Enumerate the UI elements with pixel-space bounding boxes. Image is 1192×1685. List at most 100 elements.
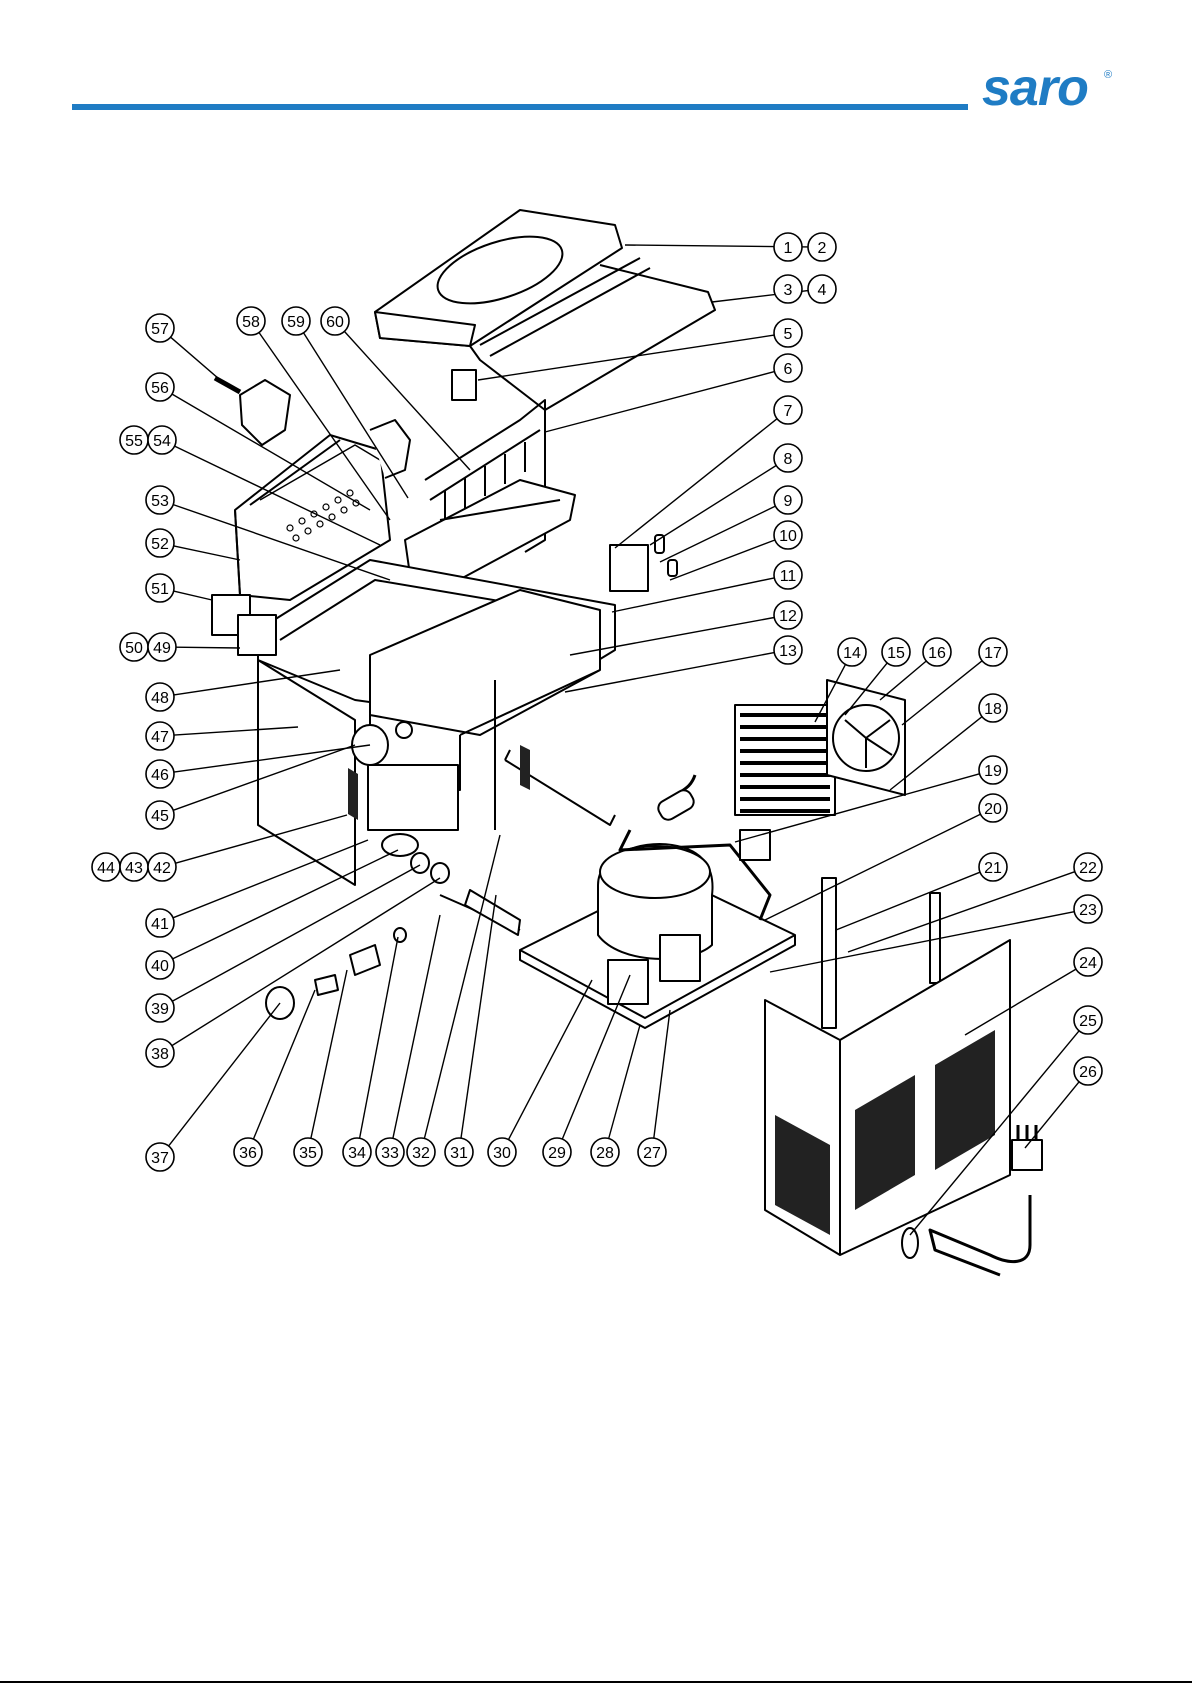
machine-drawing	[212, 210, 1042, 1275]
callout-38: 38	[146, 1039, 174, 1067]
callout-number: 25	[1079, 1013, 1097, 1030]
callout-number: 58	[242, 314, 260, 331]
callout-number: 36	[239, 1145, 257, 1162]
callout-24: 24	[1074, 948, 1102, 976]
callout-number: 44	[97, 860, 115, 877]
leader-line	[670, 540, 775, 580]
callout-number: 9	[784, 493, 793, 510]
callout-number: 50	[125, 640, 143, 657]
leader-line	[609, 1025, 640, 1139]
callout-number: 8	[784, 451, 793, 468]
leader-line	[615, 419, 777, 548]
callout-6: 6	[774, 354, 802, 382]
callout-number: 48	[151, 690, 169, 707]
callout-number: 35	[299, 1145, 317, 1162]
leader-line	[1025, 1082, 1079, 1148]
callout-40: 40	[146, 951, 174, 979]
callout-number: 5	[784, 326, 793, 343]
leader-line	[654, 1010, 670, 1138]
callout-number: 18	[984, 701, 1002, 718]
callout-10: 10	[774, 521, 802, 549]
callout-number: 21	[984, 860, 1002, 877]
callout-53: 53	[146, 486, 174, 514]
callout-number: 12	[779, 608, 797, 625]
callout-35: 35	[294, 1138, 322, 1166]
callout-25: 25	[1074, 1006, 1102, 1034]
callout-number: 39	[151, 1001, 169, 1018]
callout-number: 38	[151, 1046, 169, 1063]
callout-8: 8	[774, 444, 802, 472]
leader-line	[880, 661, 926, 700]
callout-39: 39	[146, 994, 174, 1022]
callout-36: 36	[234, 1138, 262, 1166]
callout-number: 54	[153, 433, 171, 450]
callout-17: 17	[979, 638, 1007, 666]
callout-28: 28	[591, 1138, 619, 1166]
callout-number: 37	[151, 1150, 169, 1167]
leader-line	[174, 546, 240, 560]
callout-number: 46	[151, 767, 169, 784]
callout-number: 7	[784, 403, 793, 420]
callout-51: 51	[146, 574, 174, 602]
callout-34: 34	[343, 1138, 371, 1166]
callout-number: 3	[784, 282, 793, 299]
callout-27: 27	[638, 1138, 666, 1166]
leader-line	[311, 970, 347, 1138]
callout-number: 17	[984, 645, 1002, 662]
callout-47: 47	[146, 722, 174, 750]
callout-number: 49	[153, 640, 171, 657]
callout-19: 19	[979, 756, 1007, 784]
callout-number: 40	[151, 958, 169, 975]
callout-52: 52	[146, 529, 174, 557]
callout-12: 12	[774, 601, 802, 629]
leader-line	[172, 865, 420, 1001]
callout-number: 6	[784, 361, 793, 378]
callout-number: 56	[151, 380, 169, 397]
callout-number: 57	[151, 321, 169, 338]
callout-50-49: 50 49	[120, 633, 176, 661]
callout-13: 13	[774, 636, 802, 664]
callout-57: 57	[146, 314, 174, 342]
callout-number: 23	[1079, 902, 1097, 919]
callout-number: 27	[643, 1145, 661, 1162]
callout-number: 29	[548, 1145, 566, 1162]
callout-5: 5	[774, 319, 802, 347]
callout-32: 32	[407, 1138, 435, 1166]
leader-line	[770, 912, 1074, 972]
callout-26: 26	[1074, 1057, 1102, 1085]
callout-number: 52	[151, 536, 169, 553]
callout-29: 29	[543, 1138, 571, 1166]
callout-41: 41	[146, 909, 174, 937]
callout-30: 30	[488, 1138, 516, 1166]
callout-number: 43	[125, 860, 143, 877]
leader-line	[172, 878, 440, 1046]
callout-number: 1	[784, 240, 793, 257]
callout-number: 47	[151, 729, 169, 746]
callout-number: 33	[381, 1145, 399, 1162]
callout-60: 60	[321, 307, 349, 335]
callout-58: 58	[237, 307, 265, 335]
callout-number: 24	[1079, 955, 1097, 972]
callout-number: 42	[153, 860, 171, 877]
callout-number: 45	[151, 808, 169, 825]
callout-number: 11	[780, 568, 797, 585]
callout-number: 30	[493, 1145, 511, 1162]
callout-31: 31	[445, 1138, 473, 1166]
leader-line	[176, 647, 240, 648]
leader-line	[836, 872, 980, 930]
callout-number: 59	[287, 314, 305, 331]
leader-line	[169, 1003, 280, 1146]
callout-15: 15	[882, 638, 910, 666]
callout-number: 22	[1079, 860, 1097, 877]
callout-44-43-42: 44 43 42	[92, 853, 176, 881]
leader-line	[171, 337, 226, 385]
leader-line	[461, 895, 496, 1138]
callout-37: 37	[146, 1143, 174, 1171]
callout-9: 9	[774, 486, 802, 514]
callout-number: 2	[818, 240, 827, 257]
callout-3-4: 34	[774, 275, 836, 303]
callout-number: 26	[1079, 1064, 1097, 1081]
callout-number: 32	[412, 1145, 430, 1162]
